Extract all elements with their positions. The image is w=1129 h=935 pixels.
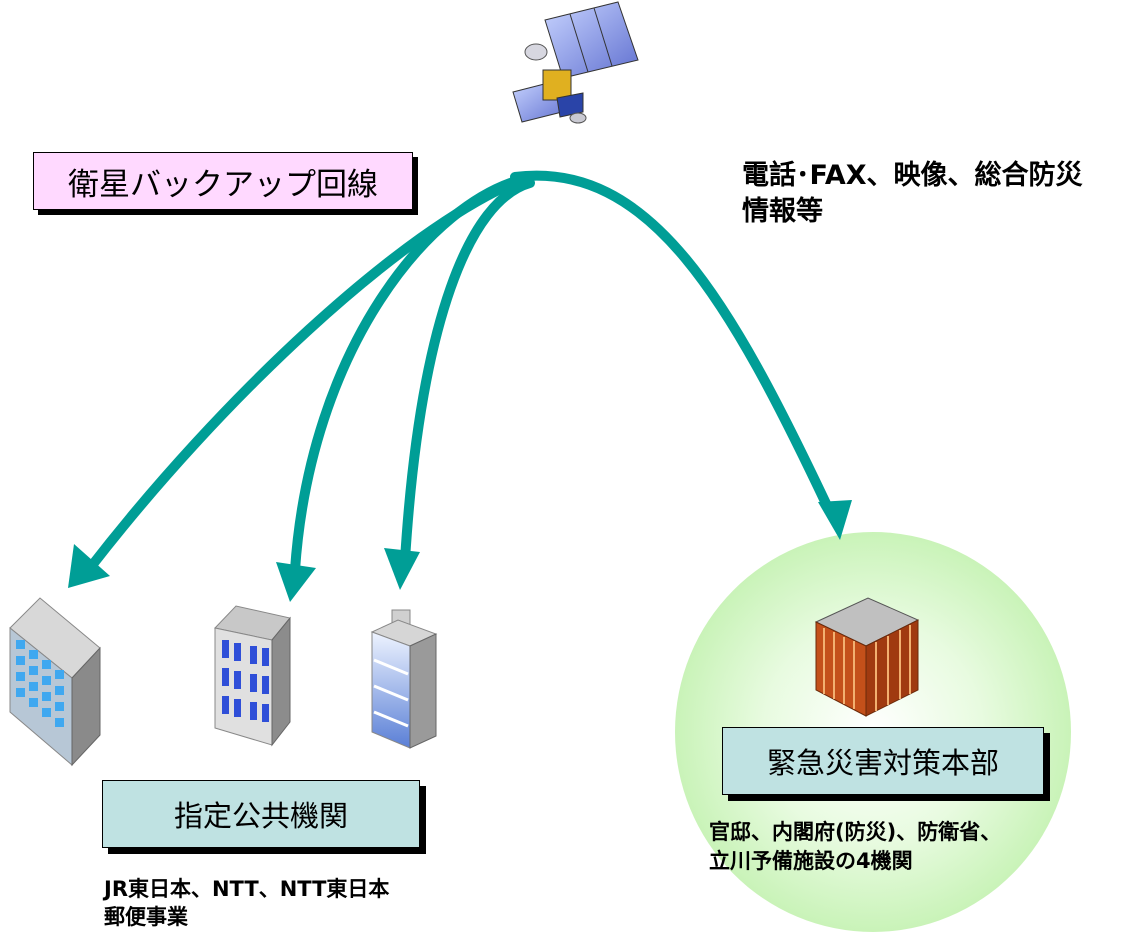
satellite-backup-line-label: 衛星バックアップ回線 (33, 152, 413, 210)
designated-agencies-members: JR東日本、NTT、NTT東日本 郵便事業 (104, 877, 390, 929)
emergency-hq-label: 緊急災害対策本部 (722, 727, 1044, 795)
hq-building-icon (814, 597, 920, 717)
link-arrow-to-agency-3 (400, 178, 535, 565)
satellite-link-arrows (85, 170, 835, 575)
office-building-icon-2 (214, 605, 291, 747)
arrowhead-agency-1 (68, 544, 110, 588)
arrowhead-agency-3 (384, 548, 420, 590)
designated-agencies-label: 指定公共機関 (102, 780, 420, 848)
link-arrow-to-agency-2 (290, 173, 532, 575)
transmitted-services-note: 電話･FAX、映像、総合防災 情報等 (742, 160, 1083, 227)
arrowhead-agency-2 (276, 562, 316, 602)
emergency-hq-members: 官邸、内閣府(防災)、防衛省、 立川予備施設の4機関 (709, 820, 1002, 873)
satellite-icon (512, 1, 639, 124)
arrowheads (68, 500, 852, 602)
office-building-icon-3 (370, 609, 438, 749)
link-arrow-to-hq (510, 170, 835, 517)
office-building-icon-1 (9, 597, 101, 767)
arrowhead-hq (818, 500, 852, 540)
